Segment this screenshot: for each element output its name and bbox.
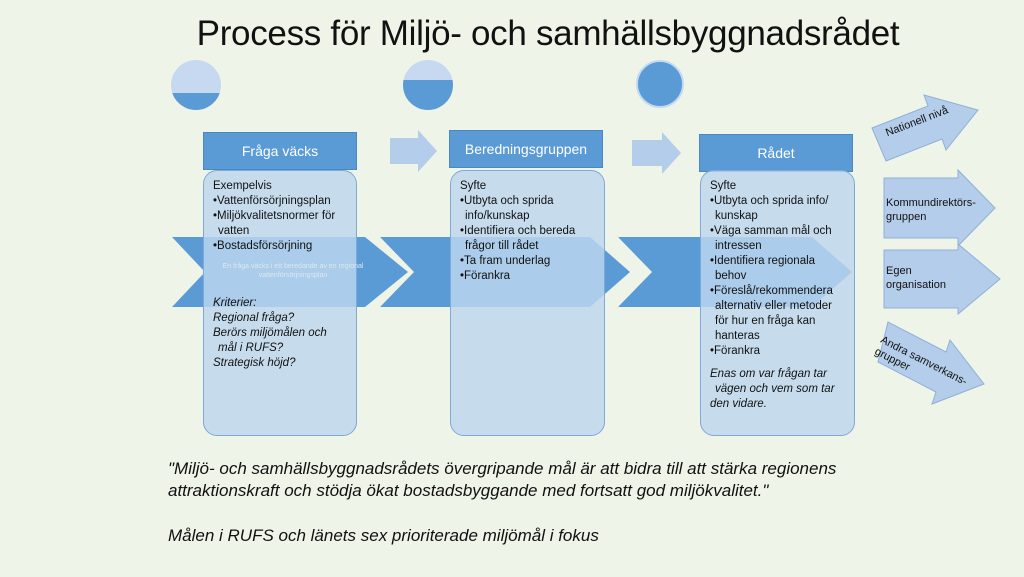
step-card-3: Syfte •Utbyta och sprida info/ kunskap •… <box>700 170 855 436</box>
progress-fill-1 <box>171 92 221 110</box>
card-intro: Syfte <box>710 180 737 192</box>
card-item: för hur en fråga kan <box>715 315 816 327</box>
focus-statement: Målen i RUFS och länets sex prioriterade… <box>168 526 599 545</box>
card-intro: Syfte <box>460 180 487 192</box>
card-item: alternativ eller metoder <box>715 300 832 312</box>
card-item: •Förankra <box>460 270 511 282</box>
step-header-2: Beredningsgruppen <box>449 130 603 168</box>
card-item: vatten <box>218 225 250 237</box>
output-arrow-national <box>871 94 979 162</box>
card-item: •Identifiera och bereda <box>460 225 576 237</box>
card-item: •Vattenförsörjningsplan <box>213 195 331 207</box>
output-label-line: Kommundirektörs- <box>886 197 976 209</box>
card-item: intressen <box>715 240 762 252</box>
goal-quote: "Miljö- och samhällsbyggnadsrådets överg… <box>168 458 968 502</box>
output-arrow-andra <box>877 321 985 405</box>
output-label-egen: Egen organisation <box>886 264 946 292</box>
faint-note: En fråga väcks i ett beredande av en reg… <box>208 262 378 280</box>
quote-line: attraktionskraft och stödja ökat bostads… <box>168 481 769 500</box>
output-arrow-kommun <box>883 168 996 248</box>
criteria-item: Strategisk höjd? <box>213 357 296 369</box>
faint-note-line: vattenförsörjningsplan <box>258 272 328 279</box>
card-item: •Identifiera regionala <box>710 255 816 267</box>
card-item: •Föreslå/rekommendera <box>710 285 833 297</box>
card-item: •Utbyta och sprida <box>460 195 554 207</box>
criteria-item: Berörs miljömålen och <box>213 327 327 339</box>
quote-line: "Miljö- och samhällsbyggnadsrådets överg… <box>168 459 837 478</box>
card-item: behov <box>715 270 747 282</box>
card-intro: Exempelvis <box>213 180 272 192</box>
closing-line: vägen och vem som tar <box>715 383 835 395</box>
step-card-2: Syfte •Utbyta och sprida info/kunskap •I… <box>450 170 605 436</box>
progress-fill-3 <box>638 62 682 106</box>
card-item: frågor till rådet <box>465 240 539 252</box>
card-item: hanteras <box>715 330 760 342</box>
step-arrow-1 <box>390 130 437 172</box>
output-arrow-egen <box>883 242 1001 316</box>
card-item: •Väga samman mål och <box>710 225 832 237</box>
card-item: •Förankra <box>710 345 761 357</box>
criteria-label: Kriterier: <box>213 297 257 309</box>
step-card-1: Exempelvis •Vattenförsörjningsplan •Milj… <box>203 170 357 436</box>
card-item: info/kunskap <box>465 210 530 222</box>
card-item: kunskap <box>715 210 758 222</box>
progress-circle-1 <box>171 60 221 110</box>
progress-circle-3 <box>636 60 684 108</box>
closing-line: Enas om var frågan tar <box>710 368 827 380</box>
card-item: •Bostadsförsörjning <box>213 240 313 252</box>
closing-line: den vidare. <box>710 398 767 410</box>
output-label-line: organisation <box>886 279 946 291</box>
step-header-1: Fråga väcks <box>203 132 357 170</box>
output-label-kommun: Kommundirektörs- gruppen <box>886 196 976 224</box>
progress-circle-2 <box>403 60 453 110</box>
criteria-item: mål i RUFS? <box>218 342 284 354</box>
output-label-line: Egen <box>886 265 912 277</box>
card-item: •Utbyta och sprida info/ <box>710 195 829 207</box>
faint-note-line: En fråga väcks i ett beredande av en reg… <box>222 263 364 270</box>
criteria-item: Regional fråga? <box>213 312 295 324</box>
step-header-3: Rådet <box>699 134 853 172</box>
step-arrow-2 <box>632 132 681 174</box>
card-item: •Miljökvalitetsnormer för <box>213 210 336 222</box>
card-item: •Ta fram underlag <box>460 255 551 267</box>
output-label-line: gruppen <box>886 211 927 223</box>
page-title: Process för Miljö- och samhällsbyggnadsr… <box>196 14 900 53</box>
progress-fill-2 <box>403 80 453 110</box>
